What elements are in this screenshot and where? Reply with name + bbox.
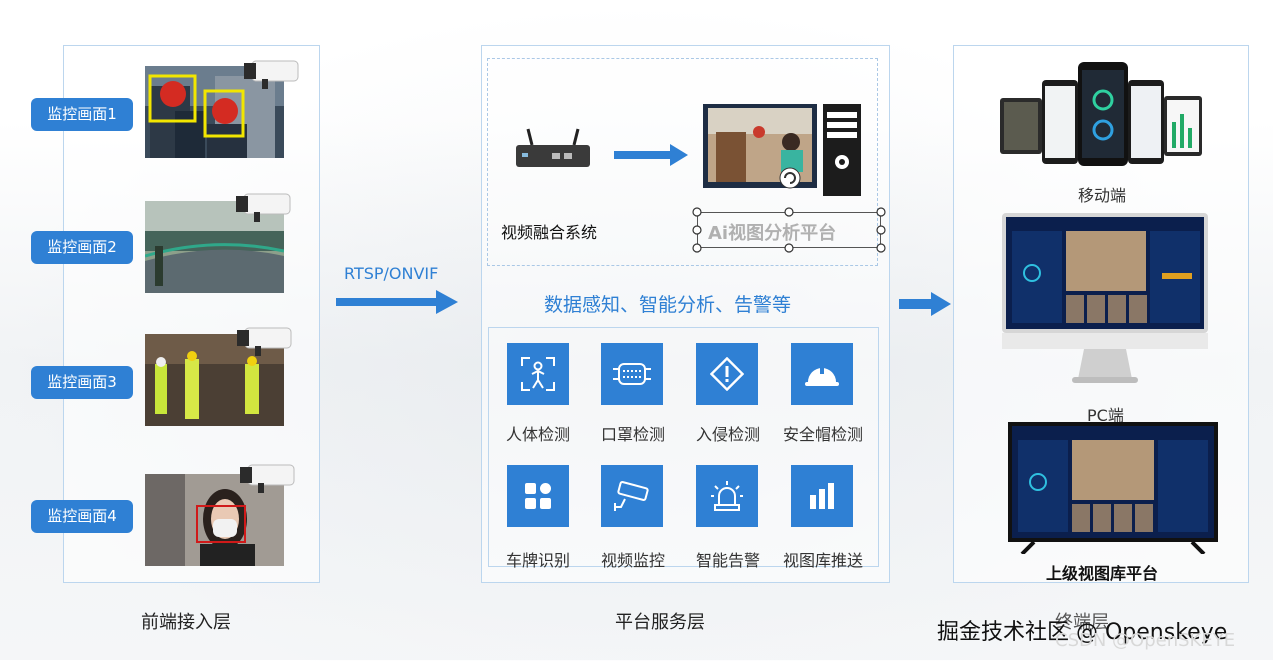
router-icon xyxy=(516,128,590,167)
terminal-layer-title: 终端层 xyxy=(1055,612,1109,633)
alarm-light-icon[interactable] xyxy=(696,465,758,527)
fusion-box xyxy=(487,58,878,266)
monitor-image-2 xyxy=(145,201,284,293)
cctv-camera-icon xyxy=(238,461,296,493)
helmet-icon[interactable] xyxy=(791,343,853,405)
tv-monitor-image xyxy=(1008,422,1218,554)
monitor-pill-4[interactable]: 监控画面4 xyxy=(31,500,133,533)
arrow-right-icon xyxy=(336,290,458,314)
arrow-right-icon xyxy=(614,144,688,166)
pc-label: PC端 xyxy=(1087,406,1124,425)
feature-label: 入侵检测 xyxy=(695,425,760,444)
cctv-camera-icon xyxy=(234,190,292,222)
bar-chart-icon[interactable] xyxy=(791,465,853,527)
person-detect-icon[interactable] xyxy=(507,343,569,405)
mask-icon[interactable] xyxy=(601,343,663,405)
feature-label: 视图库推送 xyxy=(782,551,863,570)
monitor-pill-2[interactable]: 监控画面2 xyxy=(31,231,133,264)
mobile-label: 移动端 xyxy=(1078,186,1127,205)
monitor-pill-3[interactable]: 监控画面3 xyxy=(31,366,133,399)
cctv-icon[interactable] xyxy=(601,465,663,527)
upper-platform-label: 上级视图库平台 xyxy=(1046,564,1159,583)
fusion-system-label: 视频融合系统 xyxy=(501,223,598,242)
cctv-camera-icon xyxy=(242,57,300,89)
platform-caption: 数据感知、智能分析、告警等 xyxy=(544,294,792,316)
mobile-devices-image xyxy=(1000,62,1202,166)
ai-platform-label: Ai视图分析平台 xyxy=(708,223,837,244)
feature-label: 人体检测 xyxy=(505,425,570,444)
feature-label: 安全帽检测 xyxy=(782,425,863,444)
features-box xyxy=(488,327,879,567)
front-layer-title: 前端接入层 xyxy=(141,612,231,633)
pc-monitor-image xyxy=(1002,213,1208,383)
feature-label: 车牌识别 xyxy=(505,551,570,570)
platform-layer-title: 平台服务层 xyxy=(615,612,705,633)
selection-handles xyxy=(692,207,886,253)
monitor-pill-1[interactable]: 监控画面1 xyxy=(31,98,133,131)
arrow-right-icon xyxy=(899,292,951,316)
grid-icon[interactable] xyxy=(507,465,569,527)
protocol-label: RTSP/ONVIF xyxy=(344,264,439,283)
monitor-image-4 xyxy=(145,474,284,566)
watermark-main: 掘金技术社区 @ Openskeye xyxy=(937,620,1228,645)
watermark-csdn: CSDN @OpenSKEYE xyxy=(1055,630,1236,651)
feature-label: 口罩检测 xyxy=(600,425,665,444)
refresh-icon xyxy=(779,167,801,189)
feature-label: 智能告警 xyxy=(695,551,760,570)
warning-icon[interactable] xyxy=(696,343,758,405)
cctv-camera-icon xyxy=(235,324,293,356)
feature-label: 视频监控 xyxy=(600,551,665,570)
